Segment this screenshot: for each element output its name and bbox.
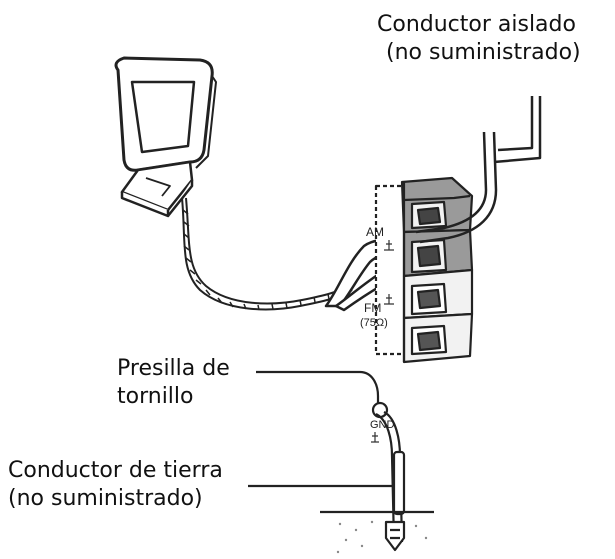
ground-soil-hatching <box>336 520 428 554</box>
antenna-stand <box>120 160 194 218</box>
terminal-lever-4[interactable] <box>402 312 474 364</box>
insulated-wire-label-line1: Conductor aislado <box>377 12 576 37</box>
terminal-markings <box>384 240 394 305</box>
terminal-lever-3[interactable] <box>402 268 474 320</box>
gnd-terminal-label: GND <box>370 419 395 431</box>
screw-clamp-label-line1: Presilla de <box>117 356 230 381</box>
ground-symbol-icon <box>371 432 379 443</box>
ground-wire-label-line1: Conductor de tierra <box>8 458 223 483</box>
insulated-wire <box>415 96 542 244</box>
insulated-wire-label-line2: (no suministrado) <box>386 40 581 65</box>
fm-impedance-label: (75Ω) <box>360 317 388 329</box>
ground-wire <box>248 370 434 552</box>
antenna-twisted-cable <box>181 197 353 311</box>
ground-wire-label-line2: (no suministrado) <box>8 486 203 511</box>
fm-terminal-label: FM <box>364 301 381 315</box>
am-terminal-label: AM <box>366 225 384 239</box>
am-loop-antenna <box>114 56 217 172</box>
antenna-terminal-block <box>374 176 474 364</box>
terminal-lever-1[interactable] <box>400 176 474 234</box>
screw-clamp-label-line2: tornillo <box>117 384 194 409</box>
terminal-lever-2[interactable] <box>402 228 474 278</box>
